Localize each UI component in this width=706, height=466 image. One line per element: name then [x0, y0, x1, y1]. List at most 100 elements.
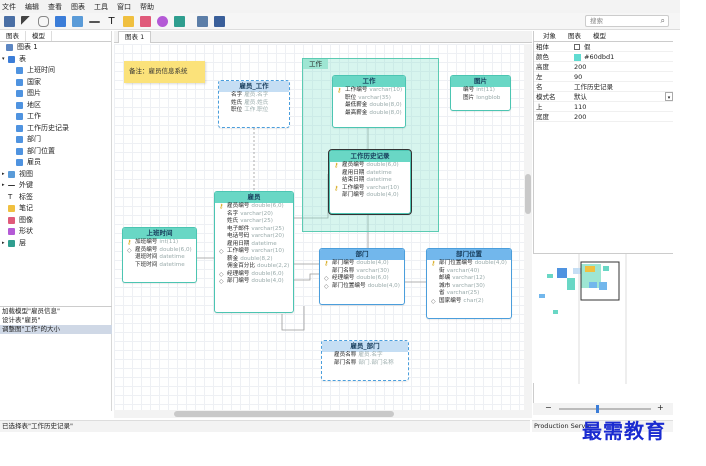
tree-item-diagram1[interactable]: 图表 1: [0, 42, 111, 54]
label-icon[interactable]: T: [108, 15, 115, 27]
note-icon[interactable]: [123, 15, 134, 27]
search-icon[interactable]: ⌕: [660, 16, 665, 25]
checkbox[interactable]: [574, 44, 580, 50]
zoom-out-icon[interactable]: −: [545, 403, 552, 412]
pointer-icon[interactable]: [21, 15, 32, 27]
menu-diagram[interactable]: 图表: [71, 2, 85, 11]
tree-item-table[interactable]: 上班时间: [0, 65, 111, 77]
tab-diagram1[interactable]: 图表 1: [118, 31, 152, 43]
vertical-scrollbar[interactable]: [524, 44, 532, 410]
fk-line[interactable]: [294, 174, 329, 219]
prop-value[interactable]: 110: [574, 103, 587, 111]
tree-item-table[interactable]: 部门: [0, 134, 111, 146]
view-emp-dept[interactable]: 雇员_部门 雇员名称雇员.名字部门名称部门.部门名称: [321, 340, 409, 381]
tree-item-notes[interactable]: 笔记: [0, 203, 111, 215]
field-row[interactable]: 雇员名称雇员.名字: [322, 352, 408, 360]
prop-value[interactable]: #60dbd1: [574, 52, 673, 61]
tree-item-table[interactable]: 图片: [0, 88, 111, 100]
prop-value[interactable]: 默认▾: [574, 92, 673, 101]
tab-diagram[interactable]: 图表: [0, 31, 26, 41]
search-input[interactable]: 搜索 ⌕: [585, 15, 669, 27]
prop-value[interactable]: 假: [574, 42, 673, 51]
tab-model[interactable]: 模型: [593, 32, 606, 40]
chevron-down-icon[interactable]: ▾: [2, 55, 5, 62]
table-icon[interactable]: [55, 15, 66, 27]
field-row[interactable]: 职位工作.职位: [219, 107, 289, 115]
horizontal-scrollbar[interactable]: [114, 410, 532, 418]
tree-item-tables[interactable]: ▾表: [0, 54, 111, 66]
foreign-key-icon[interactable]: [89, 21, 100, 23]
chevron-right-icon[interactable]: ▸: [2, 170, 5, 177]
field-row[interactable]: 姓氏雇员.姓氏: [219, 100, 289, 108]
scroll-thumb[interactable]: [525, 174, 531, 214]
menu-file[interactable]: 文件: [2, 2, 16, 11]
menu-help[interactable]: 帮助: [140, 2, 154, 11]
tree-item-images[interactable]: 图像: [0, 215, 111, 227]
minimap-viewport[interactable]: [580, 261, 620, 301]
view-icon[interactable]: [72, 15, 83, 27]
color-swatch[interactable]: [574, 53, 581, 61]
zoom-in-icon[interactable]: +: [657, 403, 664, 412]
field-row[interactable]: 部门名称部门.部门名称: [322, 360, 408, 368]
prop-value[interactable]: 200: [574, 113, 587, 121]
tree-item-table[interactable]: 国家: [0, 77, 111, 89]
tab-diagram[interactable]: 图表: [568, 32, 581, 40]
align-icon[interactable]: [197, 15, 208, 27]
zoom-slider-thumb[interactable]: [596, 405, 599, 413]
menu-edit[interactable]: 编辑: [25, 2, 39, 11]
scroll-thumb[interactable]: [174, 411, 394, 417]
tree-item-table[interactable]: 工作: [0, 111, 111, 123]
diagram-canvas[interactable]: 备注：雇员信息系统 工作 雇员_工作 名字雇员.名字姓氏雇员.姓氏职位工作.职位…: [114, 44, 524, 410]
hand-icon[interactable]: [38, 15, 49, 27]
menu-view[interactable]: 查看: [48, 2, 62, 11]
tree-item-views[interactable]: ▸视图: [0, 169, 111, 181]
tree-item-foreign-keys[interactable]: ▸外键: [0, 180, 111, 192]
prop-value[interactable]: 90: [574, 73, 583, 81]
arrange-icon[interactable]: [214, 15, 225, 27]
layer-icon[interactable]: [174, 15, 185, 27]
tab-model[interactable]: 模型: [26, 31, 52, 41]
chevron-right-icon[interactable]: ▸: [2, 182, 5, 188]
chevron-down-icon[interactable]: ▾: [665, 92, 673, 101]
tree-item-table[interactable]: 部门位置: [0, 146, 111, 158]
log-entry[interactable]: 加载模型"雇员信息": [2, 307, 60, 315]
prop-value[interactable]: 工作历史记录: [574, 83, 613, 91]
